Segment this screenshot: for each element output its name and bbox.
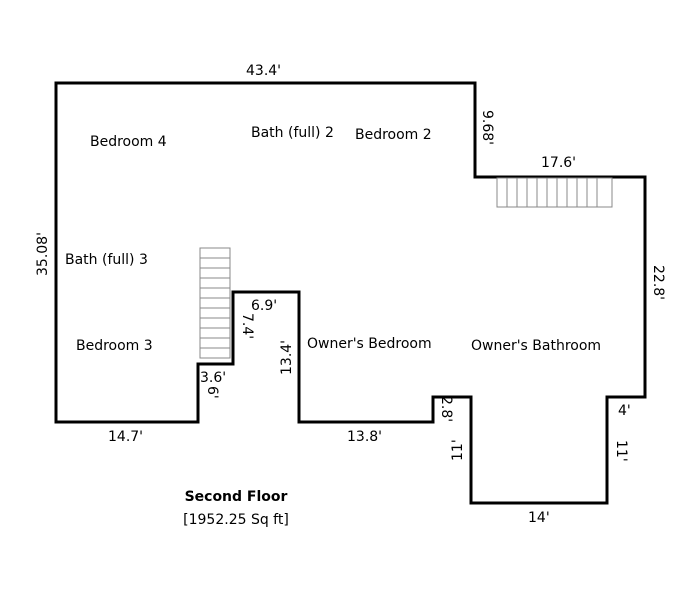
dim-right: 22.8' (650, 265, 666, 300)
dim-inner-right: 13.4' (279, 340, 295, 375)
dim-right-notch: 4' (618, 403, 631, 419)
top-right-staircase (496, 177, 613, 208)
dim-bottom-left: 14.7' (108, 429, 143, 445)
dim-inner-left: 7.4' (239, 313, 255, 339)
room-label-owners-bathroom: Owner's Bathroom (471, 338, 601, 354)
dim-top: 43.4' (246, 63, 281, 79)
room-label-bedroom-2: Bedroom 2 (355, 127, 432, 143)
dim-step-height: 6' (204, 386, 220, 399)
outer-wall (54, 81, 647, 505)
dim-step-width: 3.6' (200, 370, 226, 386)
floor-title: Second Floor (184, 489, 288, 505)
room-label-bath-full-2: Bath (full) 2 (251, 125, 334, 141)
floor-area: [1952.25 Sq ft] (183, 512, 289, 528)
left-staircase (199, 247, 231, 359)
dim-small-notch: 2.8' (438, 396, 454, 422)
dim-bump-left: 11' (450, 439, 466, 461)
dim-left: 35.08' (35, 232, 51, 276)
dim-bottom-middle: 13.8' (347, 429, 382, 445)
dim-bump-right: 11' (613, 440, 629, 462)
room-label-owners-bedroom: Owner's Bedroom (307, 336, 432, 352)
dim-inner-top: 6.9' (251, 298, 277, 314)
room-label-bath-full-3: Bath (full) 3 (65, 252, 148, 268)
room-label-bedroom-4: Bedroom 4 (90, 134, 167, 150)
dim-right-upper-notch: 9.68' (479, 110, 495, 145)
room-label-bedroom-3: Bedroom 3 (76, 338, 153, 354)
dim-bump-bottom: 14' (528, 510, 550, 526)
dim-stair-top: 17.6' (541, 155, 576, 171)
